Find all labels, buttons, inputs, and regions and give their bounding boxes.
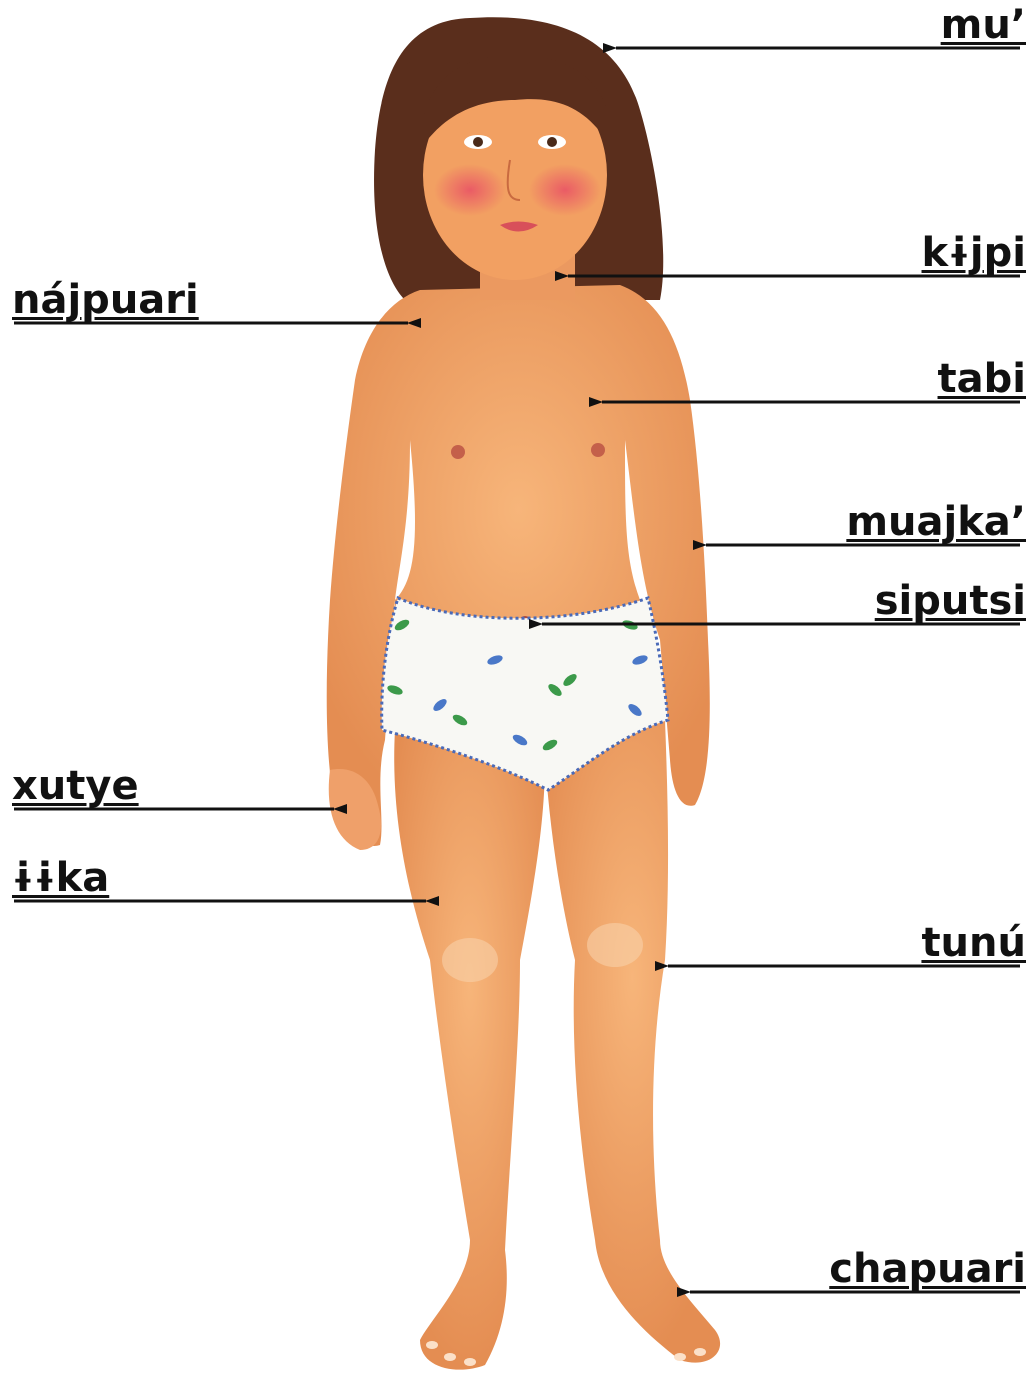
- label-elbow: muajka’: [846, 502, 1026, 542]
- label-hair: mu’: [941, 5, 1026, 45]
- label-foot: chapuari: [829, 1249, 1026, 1289]
- left-leg: [394, 730, 545, 1370]
- girl-illustration: [327, 17, 720, 1369]
- label-navel: siputsi: [875, 581, 1026, 621]
- label-knee: tunú: [921, 923, 1026, 963]
- label-neck: kɨjpi: [922, 233, 1026, 273]
- label-thigh: ɨɨka: [12, 858, 109, 898]
- right-leg: [545, 720, 720, 1363]
- label-chest: tabi: [938, 359, 1026, 399]
- label-hand: xutye: [12, 766, 139, 806]
- label-shoulder: nájpuari: [12, 280, 199, 320]
